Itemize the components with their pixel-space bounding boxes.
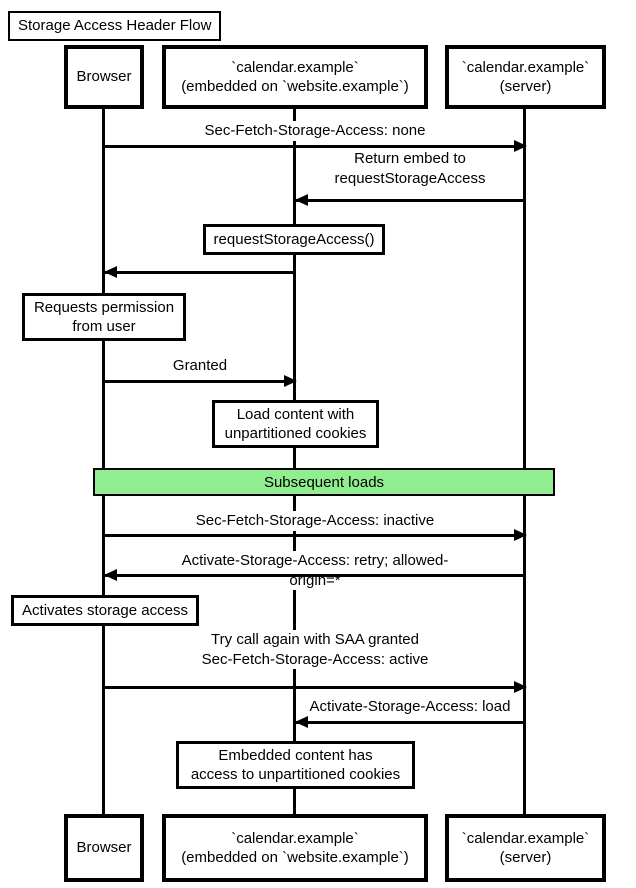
participant-calendar-server-bottom: `calendar.example` (server): [445, 814, 606, 882]
arrowhead-right-icon: [514, 529, 527, 541]
participant-calendar-server-top: `calendar.example` (server): [445, 45, 606, 109]
note-embedded-content-access: Embedded content has access to unpartiti…: [176, 741, 415, 789]
message-arrow-line: [295, 721, 525, 724]
arrowhead-left-icon: [295, 194, 308, 206]
message-arrow-line: [104, 534, 525, 537]
participant-browser-top: Browser: [64, 45, 144, 109]
message-label: Sec-Fetch-Storage-Access: inactive: [192, 511, 438, 531]
lifeline-calendar-server: [523, 109, 526, 814]
arrowhead-right-icon: [284, 375, 297, 387]
note-load-content: Load content with unpartitioned cookies: [212, 400, 379, 448]
message-label: Sec-Fetch-Storage-Access: none: [201, 121, 429, 141]
participant-calendar-embedded-top: `calendar.example` (embedded on `website…: [162, 45, 428, 109]
arrowhead-right-icon: [514, 140, 527, 152]
message-label: Activate-Storage-Access: retry; allowed-…: [154, 551, 476, 590]
message-label: Try call again with SAA granted Sec-Fetc…: [198, 630, 432, 669]
message-arrow-line: [104, 686, 525, 689]
message-arrow-line: [104, 271, 295, 274]
message-label: Return embed to requestStorageAccess: [331, 149, 489, 188]
message-label: Granted: [169, 356, 231, 376]
participant-label: `calendar.example` (embedded on `website…: [178, 56, 412, 98]
message-label: Activate-Storage-Access: load: [306, 697, 514, 717]
diagram-title: Storage Access Header Flow: [8, 11, 222, 41]
message-arrow-line: [104, 574, 525, 577]
arrowhead-left-icon: [104, 569, 117, 581]
lifeline-browser: [102, 109, 105, 814]
message-arrow-line: [295, 199, 525, 202]
participant-label: `calendar.example` (embedded on `website…: [178, 827, 412, 869]
note-activates-storage-access: Activates storage access: [11, 595, 199, 626]
lifeline-calendar-embedded: [293, 109, 296, 814]
participant-browser-bottom: Browser: [64, 814, 144, 882]
message-arrow-line: [104, 380, 295, 383]
participant-calendar-embedded-bottom: `calendar.example` (embedded on `website…: [162, 814, 428, 882]
message-arrow-line: [104, 145, 525, 148]
participant-label: `calendar.example` (server): [458, 827, 593, 869]
participant-label: Browser: [73, 837, 135, 859]
note-request-storage-access: requestStorageAccess(): [203, 224, 385, 255]
arrowhead-left-icon: [295, 716, 308, 728]
note-requests-permission: Requests permission from user: [22, 293, 186, 341]
divider-subsequent-loads: Subsequent loads: [93, 468, 555, 496]
participant-label: `calendar.example` (server): [458, 56, 593, 98]
arrowhead-right-icon: [514, 681, 527, 693]
participant-label: Browser: [73, 66, 135, 88]
arrowhead-left-icon: [104, 266, 117, 278]
